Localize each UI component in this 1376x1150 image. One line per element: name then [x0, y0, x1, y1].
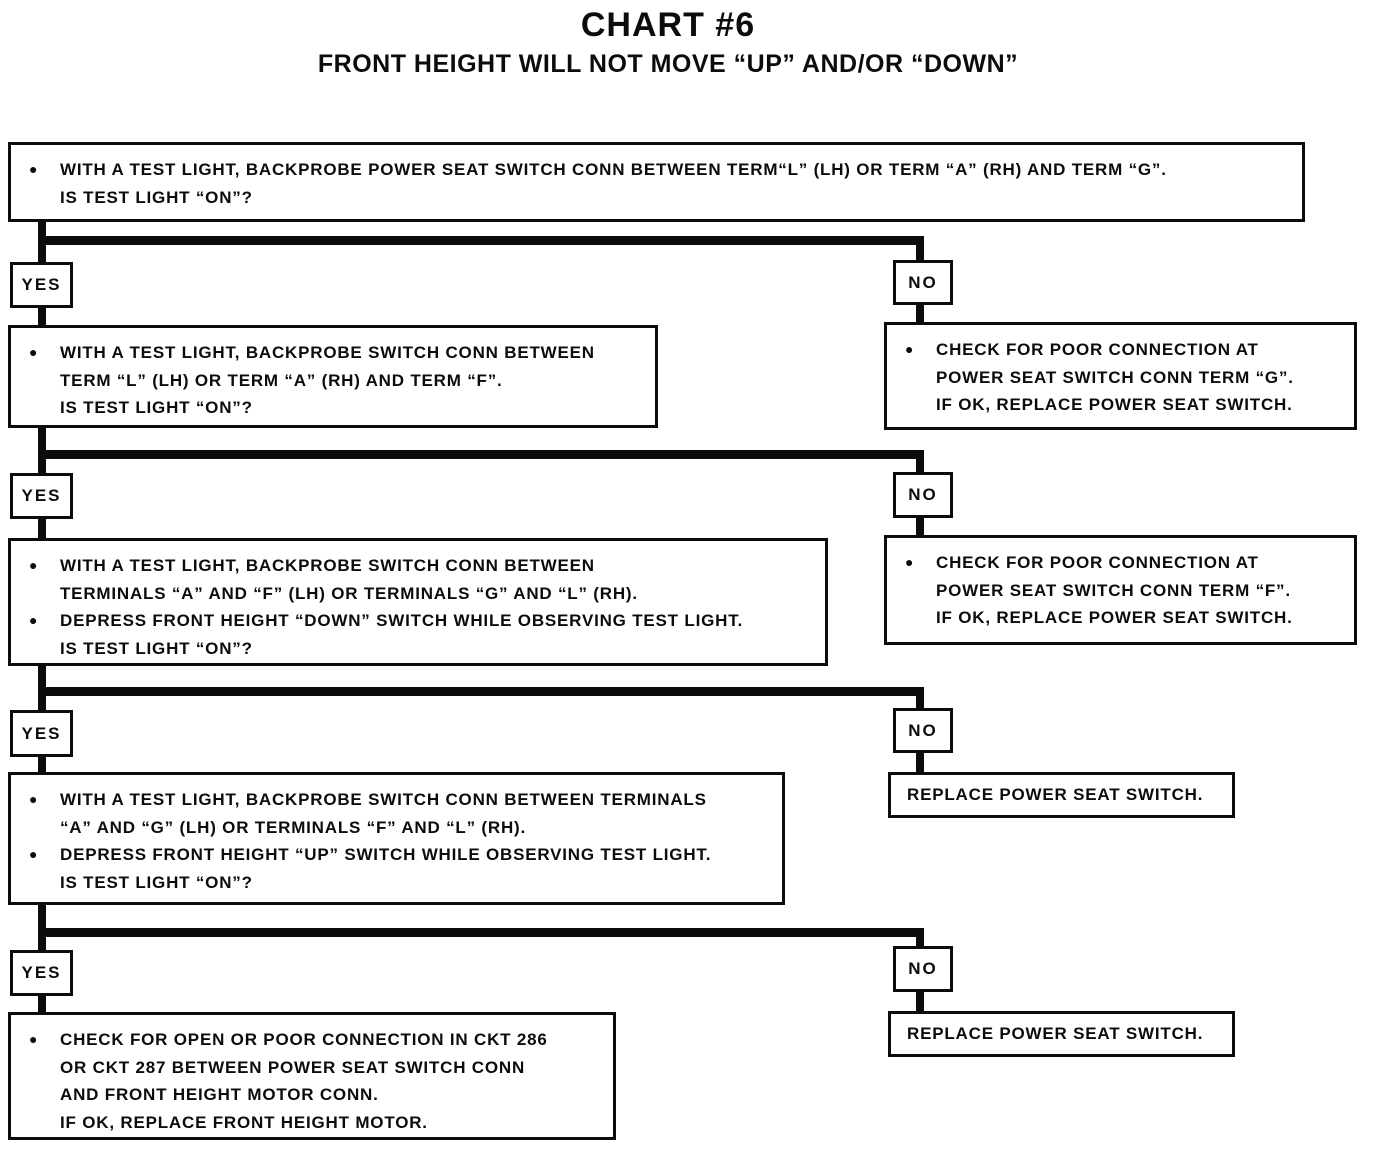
yes-badge-1: YES	[10, 262, 73, 308]
action-final-line: OR CKT 287 BETWEEN POWER SEAT SWITCH CON…	[60, 1057, 526, 1077]
decision-box-4: ● WITH A TEST LIGHT, BACKPROBE SWITCH CO…	[8, 772, 785, 905]
no-label-1: NO	[908, 272, 938, 292]
no-badge-2: NO	[893, 472, 953, 518]
action-final-line: IF OK, REPLACE FRONT HEIGHT MOTOR.	[60, 1112, 428, 1132]
decision-4-item-1: ● WITH A TEST LIGHT, BACKPROBE SWITCH CO…	[29, 786, 774, 841]
result-3-text: REPLACE POWER SEAT SWITCH.	[907, 785, 1204, 804]
no-label-4: NO	[908, 959, 938, 978]
decision-1-line: IS TEST LIGHT “ON”?	[60, 187, 253, 207]
action-box-final: ● CHECK FOR OPEN OR POOR CONNECTION IN C…	[8, 1012, 616, 1140]
bullet-icon: ●	[29, 791, 39, 807]
connector-yes1-top	[38, 245, 46, 262]
connector-yes2-bottom	[38, 519, 46, 538]
no-badge-1: NO	[893, 260, 953, 305]
connector-bar-1	[38, 236, 924, 245]
result-2-line: CHECK FOR POOR CONNECTION AT	[936, 553, 1259, 572]
yes-badge-4: YES	[10, 950, 73, 996]
action-final-line: CHECK FOR OPEN OR POOR CONNECTION IN CKT…	[60, 1030, 548, 1049]
connector-yes4-top	[38, 937, 46, 950]
decision-4-item-2: ● DEPRESS FRONT HEIGHT “UP” SWITCH WHILE…	[29, 841, 774, 896]
connector-no2-bottom	[916, 518, 924, 535]
bullet-icon: ●	[29, 557, 39, 573]
decision-2-line: IS TEST LIGHT “ON”?	[60, 398, 253, 417]
decision-3-line: TERMINALS “A” AND “F” (LH) OR TERMINALS …	[60, 583, 638, 603]
bullet-icon: ●	[905, 341, 915, 357]
result-2-line: IF OK, REPLACE POWER SEAT SWITCH.	[936, 608, 1293, 627]
bullet-icon: ●	[29, 846, 39, 862]
connector-no1-bottom	[916, 305, 924, 322]
decision-3-item-2: ● DEPRESS FRONT HEIGHT “DOWN” SWITCH WHI…	[29, 607, 817, 662]
result-1-line: IF OK, REPLACE POWER SEAT SWITCH.	[936, 395, 1293, 414]
connector-bar-2	[38, 450, 924, 459]
connector-q2-stub	[38, 428, 46, 459]
decision-4-line: DEPRESS FRONT HEIGHT “UP” SWITCH WHILE O…	[60, 845, 712, 864]
connector-no4-bottom	[916, 992, 924, 1011]
result-box-4: REPLACE POWER SEAT SWITCH.	[888, 1011, 1235, 1057]
decision-2-line: TERM “L” (LH) OR TERM “A” (RH) AND TERM …	[60, 370, 503, 390]
decision-box-1: ● WITH A TEST LIGHT, BACKPROBE POWER SEA…	[8, 142, 1305, 222]
result-2-item-1: ● CHECK FOR POOR CONNECTION AT POWER SEA…	[905, 549, 1346, 632]
connector-yes4-bottom	[38, 996, 46, 1012]
connector-yes1-bottom	[38, 308, 46, 325]
no-badge-4: NO	[893, 946, 953, 992]
connector-no3-bottom	[916, 753, 924, 772]
action-final-item-1: ● CHECK FOR OPEN OR POOR CONNECTION IN C…	[29, 1026, 605, 1136]
decision-1-line: WITH A TEST LIGHT, BACKPROBE POWER SEAT …	[60, 160, 1167, 179]
result-box-2: ● CHECK FOR POOR CONNECTION AT POWER SEA…	[884, 535, 1357, 645]
connector-no3-top	[916, 696, 924, 708]
connector-q4-stub	[38, 905, 46, 937]
no-label-2: NO	[908, 485, 938, 504]
bullet-icon: ●	[29, 1031, 39, 1047]
decision-3-line: DEPRESS FRONT HEIGHT “DOWN” SWITCH WHILE…	[60, 611, 744, 630]
result-box-1: ● CHECK FOR POOR CONNECTION AT POWER SEA…	[884, 322, 1357, 430]
bullet-icon: ●	[29, 612, 39, 628]
no-label-3: NO	[908, 720, 938, 740]
yes-label-4: YES	[21, 963, 62, 982]
result-1-line: POWER SEAT SWITCH CONN TERM “G”.	[936, 367, 1294, 387]
decision-2-line: WITH A TEST LIGHT, BACKPROBE SWITCH CONN…	[60, 343, 595, 362]
connector-bar-3	[38, 687, 924, 696]
chart-title: CHART #6	[580, 6, 756, 44]
yes-label-1: YES	[21, 275, 62, 294]
connector-yes2-top	[38, 459, 46, 473]
decision-box-2: ● WITH A TEST LIGHT, BACKPROBE SWITCH CO…	[8, 325, 658, 428]
bullet-icon: ●	[29, 161, 39, 177]
connector-q3-stub	[38, 666, 46, 694]
chart-subtitle: FRONT HEIGHT WILL NOT MOVE “UP” AND/OR “…	[317, 50, 1019, 78]
connector-bar-4	[38, 928, 924, 937]
connector-no2-top	[916, 459, 924, 472]
decision-1-item-1: ● WITH A TEST LIGHT, BACKPROBE POWER SEA…	[29, 156, 1294, 211]
result-1-line: CHECK FOR POOR CONNECTION AT	[936, 340, 1259, 359]
chart-title-block: CHART #6 FRONT HEIGHT WILL NOT MOVE “UP”…	[0, 6, 1336, 79]
connector-no4-top	[916, 937, 924, 946]
result-1-item-1: ● CHECK FOR POOR CONNECTION AT POWER SEA…	[905, 336, 1346, 419]
yes-badge-2: YES	[10, 473, 73, 519]
yes-badge-3: YES	[10, 710, 73, 757]
connector-q1-stub	[38, 222, 46, 245]
bullet-icon: ●	[29, 344, 39, 360]
connector-yes3-bottom	[38, 757, 46, 772]
no-badge-3: NO	[893, 708, 953, 753]
yes-label-3: YES	[21, 723, 62, 743]
result-box-3: REPLACE POWER SEAT SWITCH.	[888, 772, 1235, 818]
decision-4-line: “A” AND “G” (LH) OR TERMINALS “F” AND “L…	[60, 817, 527, 837]
result-4-text: REPLACE POWER SEAT SWITCH.	[907, 1024, 1204, 1043]
action-final-line: AND FRONT HEIGHT MOTOR CONN.	[60, 1085, 379, 1104]
decision-box-3: ● WITH A TEST LIGHT, BACKPROBE SWITCH CO…	[8, 538, 828, 666]
connector-no1-top	[916, 245, 924, 260]
yes-label-2: YES	[21, 486, 62, 505]
decision-2-item-1: ● WITH A TEST LIGHT, BACKPROBE SWITCH CO…	[29, 339, 647, 422]
decision-3-line: IS TEST LIGHT “ON”?	[60, 638, 253, 658]
decision-4-line: IS TEST LIGHT “ON”?	[60, 872, 253, 892]
result-2-line: POWER SEAT SWITCH CONN TERM “F”.	[936, 580, 1291, 600]
connector-yes3-top	[38, 696, 46, 710]
decision-3-line: WITH A TEST LIGHT, BACKPROBE SWITCH CONN…	[60, 556, 595, 575]
decision-3-item-1: ● WITH A TEST LIGHT, BACKPROBE SWITCH CO…	[29, 552, 817, 607]
bullet-icon: ●	[905, 554, 915, 570]
decision-4-line: WITH A TEST LIGHT, BACKPROBE SWITCH CONN…	[60, 790, 707, 809]
